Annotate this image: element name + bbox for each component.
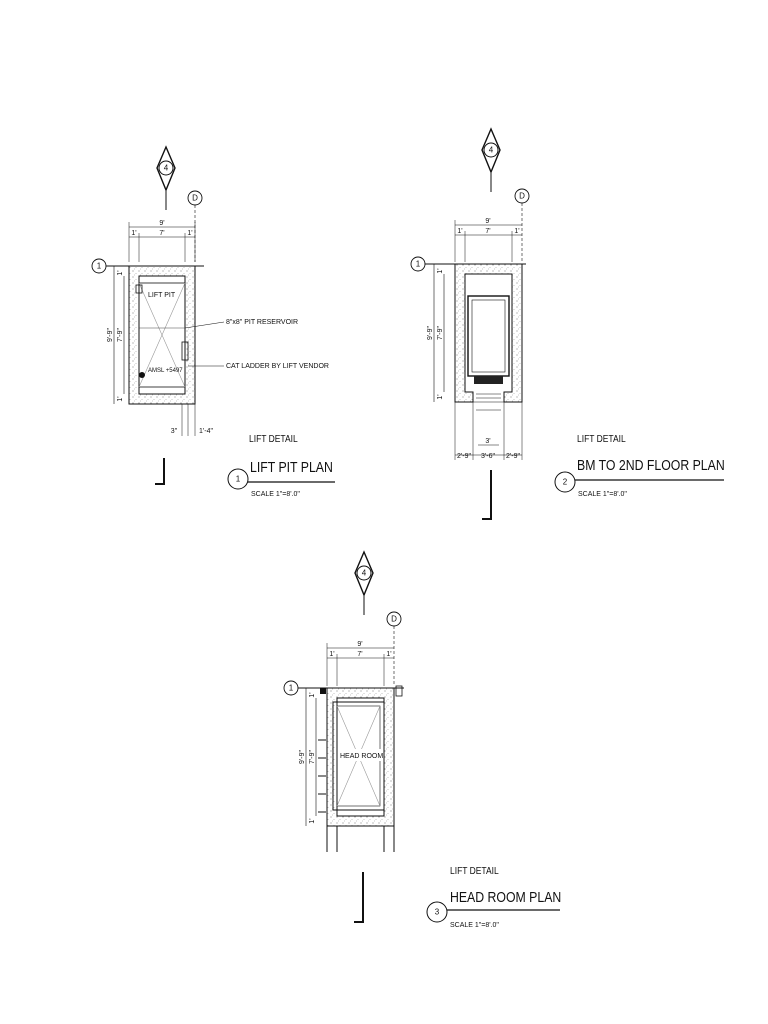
svg-text:1': 1' xyxy=(117,396,124,401)
dimensions-bottom: 3" 1'-4" xyxy=(171,404,213,436)
svg-text:1': 1' xyxy=(131,230,136,237)
door-opening xyxy=(473,393,504,411)
svg-text:4: 4 xyxy=(489,146,494,155)
svg-text:7': 7' xyxy=(357,651,362,658)
room-label-lift-pit: LIFT PIT xyxy=(148,292,176,299)
grid-bubble-d: D xyxy=(386,611,402,686)
svg-text:SCALE 1"=8'.0": SCALE 1"=8'.0" xyxy=(578,491,627,498)
detail-scale: SCALE 1"=8'.0" xyxy=(251,491,300,498)
svg-text:7': 7' xyxy=(159,230,164,237)
detail-bm-floor-plan: 4 D 1 9' 7' 1' 1' 9'-9" 7'-9 xyxy=(410,127,725,520)
section-marker-4: 4 xyxy=(481,127,501,192)
svg-text:4: 4 xyxy=(362,569,367,578)
svg-text:1': 1' xyxy=(187,230,192,237)
svg-text:1': 1' xyxy=(117,270,124,275)
svg-text:2'-9": 2'-9" xyxy=(506,453,520,460)
svg-text:9': 9' xyxy=(485,218,490,225)
head-room-box: HEAD ROOM xyxy=(332,701,385,811)
svg-text:7': 7' xyxy=(485,228,490,235)
room-label-head-room: HEAD ROOM xyxy=(340,753,383,760)
svg-text:7'-9": 7'-9" xyxy=(117,328,124,342)
marker-4-label: 4 xyxy=(164,164,169,173)
dimensions-left: 9'-9" 7'-9" 1' 1' xyxy=(299,688,326,826)
svg-text:9'-9": 9'-9" xyxy=(427,326,434,340)
svg-text:9': 9' xyxy=(357,641,362,648)
svg-text:HEAD ROOM PLAN: HEAD ROOM PLAN xyxy=(450,889,561,905)
svg-text:D: D xyxy=(519,192,525,201)
svg-text:SCALE 1"=8'.0": SCALE 1"=8'.0" xyxy=(450,922,499,929)
lift-car xyxy=(467,295,510,384)
section-marker-4: 4 xyxy=(156,145,176,210)
detail-lift-pit-plan: 4 D 1 9' 7' 1' 1' xyxy=(91,145,335,498)
dimensions-top: 9' 7' 1' 1' xyxy=(454,218,522,262)
detail-title: LIFT PIT PLAN xyxy=(250,459,333,475)
svg-text:2: 2 xyxy=(563,478,568,487)
title-block-3: LIFT DETAIL HEAD ROOM PLAN 3 SCALE 1"=8'… xyxy=(426,865,561,929)
lift-pit-box: LIFT PIT AMSL +5497 xyxy=(135,282,189,388)
amsl-label: AMSL +5497 xyxy=(148,368,183,374)
svg-text:1: 1 xyxy=(416,260,421,269)
svg-text:D: D xyxy=(391,615,397,624)
svg-text:1': 1' xyxy=(437,268,444,273)
svg-text:3: 3 xyxy=(435,908,440,917)
svg-text:3": 3" xyxy=(171,428,178,435)
svg-text:7'-9": 7'-9" xyxy=(437,326,444,340)
svg-text:2'-9": 2'-9" xyxy=(457,453,471,460)
dimensions-bottom: 3' 2'-9" 3'-6" 2'-9" xyxy=(454,402,523,460)
svg-text:BM TO 2ND FLOOR PLAN: BM TO 2ND FLOOR PLAN xyxy=(577,457,725,473)
svg-text:9'-9": 9'-9" xyxy=(107,328,114,342)
svg-text:1': 1' xyxy=(309,818,316,823)
svg-text:1': 1' xyxy=(437,394,444,399)
detail-number: 1 xyxy=(236,475,241,484)
svg-text:3': 3' xyxy=(485,438,490,445)
break-mark xyxy=(482,470,492,520)
svg-text:9'-9": 9'-9" xyxy=(299,750,306,764)
section-marker-4: 4 xyxy=(354,550,374,615)
title-block-1: LIFT DETAIL LIFT PIT PLAN 1 SCALE 1"=8'.… xyxy=(227,433,335,498)
svg-text:LIFT DETAIL: LIFT DETAIL xyxy=(450,865,499,876)
svg-text:1': 1' xyxy=(457,228,462,235)
svg-text:1': 1' xyxy=(386,651,391,658)
dimensions-top: 9' 7' 1' 1' xyxy=(128,220,196,262)
detail-head-room-plan: 4 D 1 9' 7' 1' 1' 9'-9" 7'-9 xyxy=(283,550,561,929)
svg-text:D: D xyxy=(192,194,198,203)
svg-text:3'-6": 3'-6" xyxy=(481,453,495,460)
callout-cat-ladder: CAT LADDER BY LIFT VENDOR xyxy=(226,363,329,370)
svg-text:1': 1' xyxy=(329,651,334,658)
break-mark xyxy=(155,458,165,485)
svg-text:1: 1 xyxy=(289,684,294,693)
callout-pit-reservoir: 8"x8" PIT RESERVOIR xyxy=(226,319,298,326)
svg-text:7'-9": 7'-9" xyxy=(309,750,316,764)
svg-text:1': 1' xyxy=(309,692,316,697)
grid-bubble-d: D xyxy=(514,188,530,262)
headroom-walls xyxy=(320,685,403,852)
svg-text:9': 9' xyxy=(159,220,164,227)
title-block-2: LIFT DETAIL BM TO 2ND FLOOR PLAN 2 SCALE… xyxy=(554,433,725,498)
svg-text:1'-4": 1'-4" xyxy=(199,428,213,435)
dimensions-left: 9'-9" 7'-9" 1' 1' xyxy=(107,266,125,404)
detail-header: LIFT DETAIL xyxy=(249,433,298,444)
dimensions-left: 9'-9" 7'-9" 1' 1' xyxy=(427,264,445,402)
svg-text:1': 1' xyxy=(514,228,519,235)
break-mark xyxy=(354,872,364,923)
dimensions-top: 9' 7' 1' 1' xyxy=(326,641,394,686)
svg-text:1: 1 xyxy=(97,262,102,271)
callouts: 8"x8" PIT RESERVOIR CAT LADDER BY LIFT V… xyxy=(184,319,329,370)
svg-text:LIFT DETAIL: LIFT DETAIL xyxy=(577,433,626,444)
